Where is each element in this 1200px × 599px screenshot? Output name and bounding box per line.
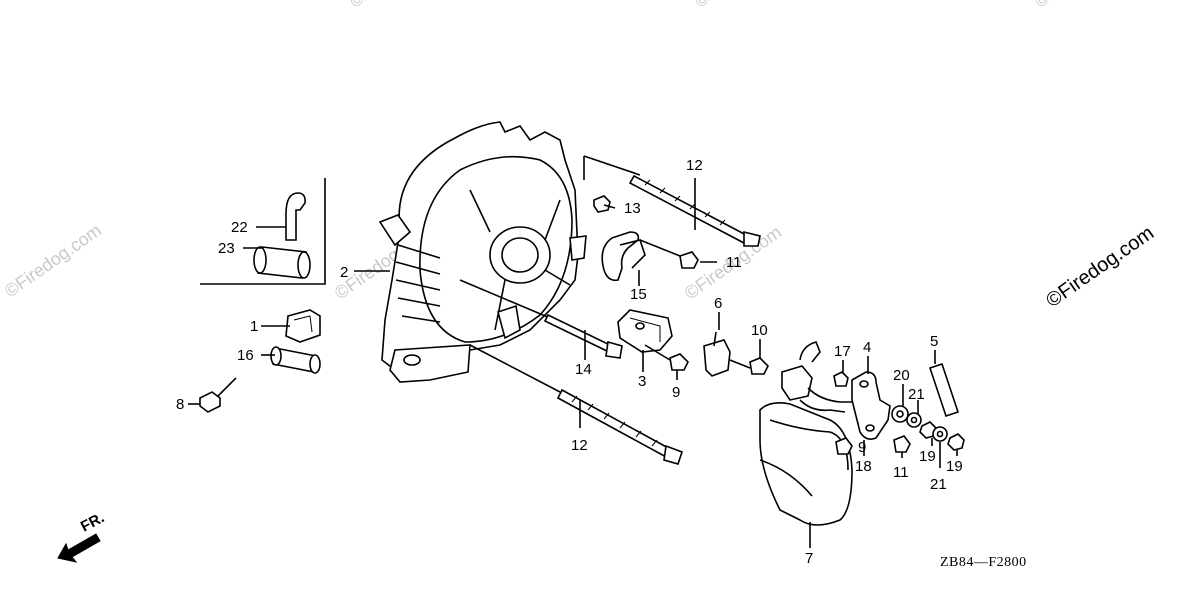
bracket-1: [285, 309, 321, 343]
callout-11-lower: 11: [893, 464, 909, 481]
callout-14: 14: [575, 361, 592, 378]
callout-labels: 22 23 1 16 8 2 12 13 11 15 14 3 9 6 10 1…: [176, 157, 963, 567]
callout-18: 18: [855, 458, 872, 475]
watermark-text: ©Firedog.com: [693, 0, 785, 11]
front-arrow-icon: [57, 533, 101, 563]
callout-15: 15: [630, 286, 647, 303]
bolt-14: [459, 279, 623, 359]
callout-12-top: 12: [686, 157, 703, 174]
screw-9-lower: [835, 437, 853, 455]
callout-12-bottom: 12: [571, 437, 588, 454]
bolt-8: [199, 377, 237, 413]
front-direction-indicator: FR.: [57, 509, 107, 563]
bolt-11-upper: [639, 239, 699, 269]
housing-2: [378, 121, 587, 383]
switch-6: [703, 331, 731, 377]
callout-10: 10: [751, 322, 768, 339]
callout-13: 13: [624, 200, 641, 217]
watermark-group: ©Firedog.com ©Firedog.com ©Firedog.com ©…: [1, 0, 1158, 312]
long-bolt-12-top: [583, 155, 761, 247]
callout-1: 1: [250, 318, 258, 335]
bracket-3: [617, 309, 673, 353]
label-5: [928, 362, 960, 418]
cover-7: [759, 341, 856, 526]
callout-5: 5: [930, 333, 938, 350]
washer-20: [891, 405, 909, 423]
callout-11-upper: 11: [726, 254, 742, 271]
callout-2: 2: [340, 264, 348, 281]
callout-9-upper: 9: [672, 384, 680, 401]
callout-8: 8: [176, 396, 184, 413]
callout-19-lower: 19: [946, 458, 963, 475]
watermark-text: ©Firedog.com: [348, 0, 440, 11]
washer-21-lower: [932, 426, 948, 442]
callout-20: 20: [893, 367, 910, 384]
tube-23: [253, 246, 311, 279]
watermark-text: ©Firedog.com: [1, 220, 105, 301]
bolt-13: [593, 195, 611, 213]
callout-9-lower: 9: [858, 439, 866, 456]
bolt-9-upper: [644, 344, 689, 371]
callout-17: 17: [834, 343, 851, 360]
callout-21-upper: 21: [908, 386, 925, 403]
callout-22: 22: [231, 219, 248, 236]
washer-21-upper: [906, 412, 922, 428]
nut-19-lower: [947, 433, 965, 451]
leader-lines: [188, 178, 958, 548]
callout-7: 7: [805, 550, 813, 567]
nut-10: [729, 357, 769, 375]
diagram-code: ZB84—F2800: [940, 555, 1027, 570]
watermark-text-large: ©Firedog.com: [1042, 222, 1158, 312]
callout-16: 16: [237, 347, 254, 364]
callout-4: 4: [863, 339, 871, 356]
front-label: FR.: [78, 509, 107, 535]
clamp-15: [601, 231, 646, 282]
screw-17: [833, 371, 849, 387]
grommet-16: [270, 346, 321, 374]
bolt-11-lower: [893, 435, 911, 453]
callout-3: 3: [638, 373, 646, 390]
long-bolt-12-bottom: [469, 344, 684, 465]
clip-22: [285, 192, 306, 241]
callout-19-upper: 19: [919, 448, 936, 465]
callout-23: 23: [218, 240, 235, 257]
inset-box: [200, 178, 326, 285]
plate-4: [851, 371, 891, 440]
watermark-text: ©Firedog.com: [1033, 0, 1125, 11]
callout-6: 6: [714, 295, 722, 312]
callout-21-lower: 21: [930, 476, 947, 493]
